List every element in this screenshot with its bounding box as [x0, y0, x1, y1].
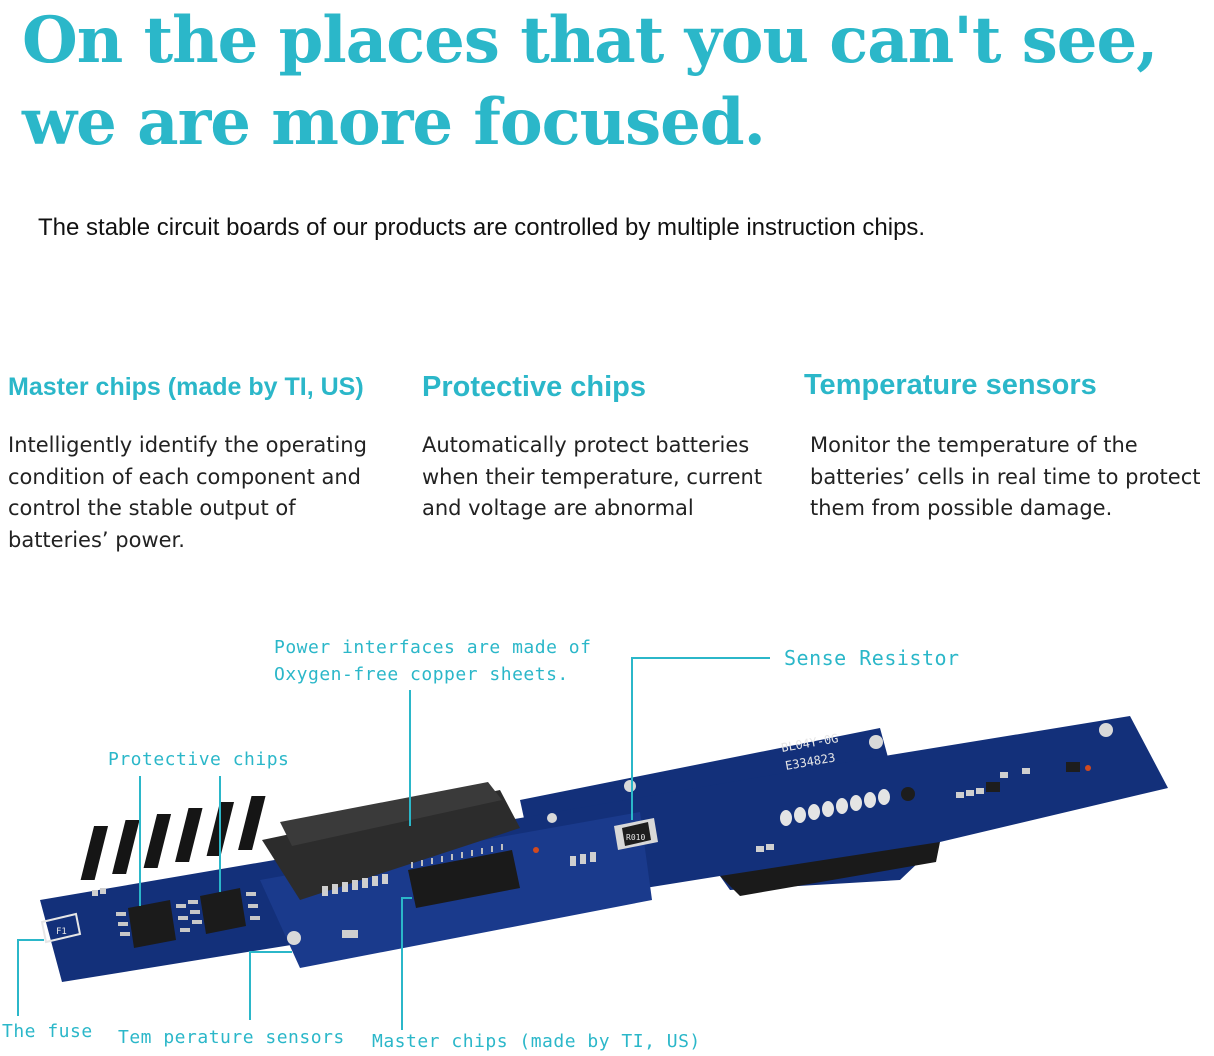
- callout-power-line-1: Power interfaces are made of: [274, 637, 592, 658]
- temperature-sensor-pad: [287, 931, 301, 945]
- callout-fuse: The fuse: [2, 1021, 93, 1042]
- feature-line: Automatically protect batteries: [422, 433, 750, 457]
- status-led: [1085, 765, 1091, 771]
- feature-line: batteries’ cells in real time to protect: [810, 464, 1201, 489]
- feature-line: condition of each component and: [8, 464, 361, 489]
- callout-master-chips: Master chips (made by TI, US): [372, 1031, 701, 1052]
- callout-power-line-2: Oxygen-free copper sheets.: [274, 664, 569, 685]
- sense-resistor: R010: [614, 818, 658, 850]
- protective-chip-1: [116, 900, 190, 948]
- callout-sense-resistor: Sense Resistor: [784, 646, 960, 670]
- callout-power-interfaces: Power interfaces are made of Oxygen-free…: [274, 634, 591, 688]
- feature-title: Temperature sensors: [804, 369, 1097, 401]
- feature-description: Monitor the temperature of the batteries…: [810, 430, 1214, 525]
- feature-description: Intelligently identify the operating con…: [8, 430, 408, 556]
- headline-line-1: On the places that you can't see,: [22, 3, 1158, 78]
- headline: On the places that you can't see, we are…: [22, 0, 1202, 164]
- line-temp: [249, 951, 292, 1020]
- line-sense: [631, 657, 770, 820]
- small-ics: [986, 762, 1080, 792]
- feature-title: Protective chips: [422, 371, 647, 403]
- callout-lines: [17, 657, 770, 1030]
- feature-line: them from possible damage.: [810, 496, 1113, 520]
- line-master: [401, 897, 412, 1030]
- feature-line: control the stable output of: [8, 496, 296, 520]
- master-chip: [408, 844, 520, 908]
- fuse-marking: F1: [56, 927, 67, 937]
- feature-line: Intelligently identify the operating: [8, 433, 367, 457]
- feature-title: Master chips (made by TI, US): [8, 373, 364, 401]
- feature-line: batteries’ power.: [8, 527, 185, 552]
- smd-components: [92, 768, 1030, 938]
- feature-line: Monitor the temperature of the: [810, 433, 1138, 457]
- sense-resistor-marking: R010: [626, 833, 645, 842]
- headline-line-2: we are more focused.: [22, 85, 766, 160]
- feature-description: Automatically protect batteries when the…: [422, 430, 802, 525]
- led-row: [780, 789, 890, 826]
- feature-protective-chips: Protective chips Automatically protect b…: [422, 368, 762, 520]
- board-shadow: [720, 842, 940, 896]
- feature-temperature-sensors: Temperature sensors Monitor the temperat…: [804, 366, 1200, 520]
- feature-line: when their temperature, current: [422, 464, 763, 489]
- intro-text: The stable circuit boards of our product…: [38, 214, 926, 241]
- feature-master-chips: Master chips (made by TI, US) Intelligen…: [8, 368, 367, 552]
- feature-line: and voltage are abnormal: [422, 496, 694, 520]
- status-led: [533, 847, 539, 853]
- fuse: F1: [40, 912, 82, 944]
- button-pad: [901, 787, 915, 801]
- protective-chip-2: [188, 888, 260, 934]
- power-connector: [80, 782, 520, 900]
- callout-temperature-sensors: Tem perature sensors: [118, 1027, 345, 1048]
- callout-protective-chips: Protective chips: [108, 749, 290, 770]
- line-fuse: [17, 939, 44, 1016]
